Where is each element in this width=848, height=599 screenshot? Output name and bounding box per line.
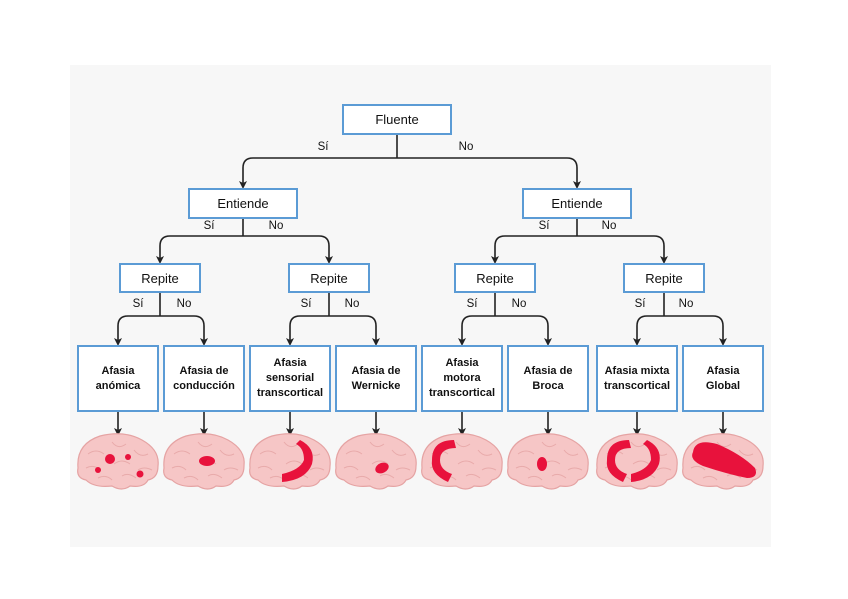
lesion-area: [199, 456, 215, 466]
leaf-afasia-anomica: Afasia anómica: [77, 345, 159, 412]
lesion-area: [105, 454, 115, 464]
lesion-area: [692, 442, 756, 478]
leaf-afasia-wernicke: Afasia de Wernicke: [335, 345, 417, 412]
brain-illustration-1: [77, 433, 159, 490]
brain-gyri: [85, 441, 153, 481]
root-connector-left-branch: [239, 157, 397, 189]
repite-2-connector-right-branch: [329, 315, 380, 346]
edge-label-repite-2-no: No: [344, 298, 360, 310]
leaf-afasia-global: Afasia Global: [682, 345, 764, 412]
repite-3-connector-right-branch: [495, 315, 552, 346]
entiende-left-connector-right-branch: [243, 235, 333, 264]
repite-3-connector-left-branch: [458, 315, 495, 346]
lesion-area: [631, 440, 660, 482]
leaf-afasia-motora-transcortical: Afasia motora transcortical: [421, 345, 503, 412]
leaf-afasia-conduccion: Afasia de conducción: [163, 345, 245, 412]
edge-label-repite-4-yes: Sí: [634, 298, 646, 310]
edge-label-entiende-right-yes: Sí: [538, 220, 550, 232]
lesion-area: [282, 440, 313, 482]
entiende-right-connector-right-branch: [577, 235, 668, 264]
node-repite-1: Repite: [119, 263, 201, 293]
edge-label-repite-2-yes: Sí: [300, 298, 312, 310]
lesion-area: [431, 440, 456, 482]
edge-label-entiende-right-no: No: [601, 220, 617, 232]
entiende-right-connector-left-branch: [491, 235, 577, 264]
lesion-area: [136, 470, 144, 478]
edge-label-repite-3-no: No: [511, 298, 527, 310]
brain-illustration-5: [421, 433, 503, 490]
node-repite-4: Repite: [623, 263, 705, 293]
edge-label-repite-1-yes: Sí: [132, 298, 144, 310]
node-entiende-left: Entiende: [188, 188, 298, 219]
repite-1-connector-left-branch: [114, 315, 160, 346]
brain-illustration-7: [596, 433, 678, 490]
edge-label-entiende-left-yes: Sí: [203, 220, 215, 232]
edge-label-repite-1-no: No: [176, 298, 192, 310]
repite-1-connector-right-branch: [160, 315, 208, 346]
leaf-afasia-broca: Afasia de Broca: [507, 345, 589, 412]
repite-4-connector-left-branch: [633, 315, 664, 346]
lesion-area: [606, 440, 631, 482]
edge-label-root-yes: Sí: [317, 141, 329, 153]
node-repite-3: Repite: [454, 263, 536, 293]
repite-2-connector-left-branch: [286, 315, 329, 346]
brain-gyri: [515, 441, 583, 481]
root-node-fluente: Fluente: [342, 104, 452, 135]
brain-gyri: [343, 441, 411, 481]
lesion-area: [537, 457, 547, 471]
edge-label-root-no: No: [458, 141, 474, 153]
brain-illustration-8: [682, 433, 764, 490]
lesion-area: [95, 467, 101, 473]
brain-illustration-3: [249, 433, 331, 490]
edge-label-entiende-left-no: No: [268, 220, 284, 232]
node-entiende-right: Entiende: [522, 188, 632, 219]
node-repite-2: Repite: [288, 263, 370, 293]
edge-label-repite-4-no: No: [678, 298, 694, 310]
root-connector-right-branch: [397, 157, 581, 189]
lesion-area: [375, 462, 389, 474]
leaf-afasia-sensorial-transcortical: Afasia sensorial transcortical: [249, 345, 331, 412]
brain-illustration-2: [163, 433, 245, 490]
repite-4-connector-right-branch: [664, 315, 727, 346]
brain-illustration-4: [335, 433, 417, 490]
entiende-left-connector-left-branch: [156, 235, 243, 264]
edge-label-repite-3-yes: Sí: [466, 298, 478, 310]
leaf-afasia-mixta-transcortical: Afasia mixta transcortical: [596, 345, 678, 412]
lesion-area: [125, 454, 131, 460]
brain-illustration-6: [507, 433, 589, 490]
